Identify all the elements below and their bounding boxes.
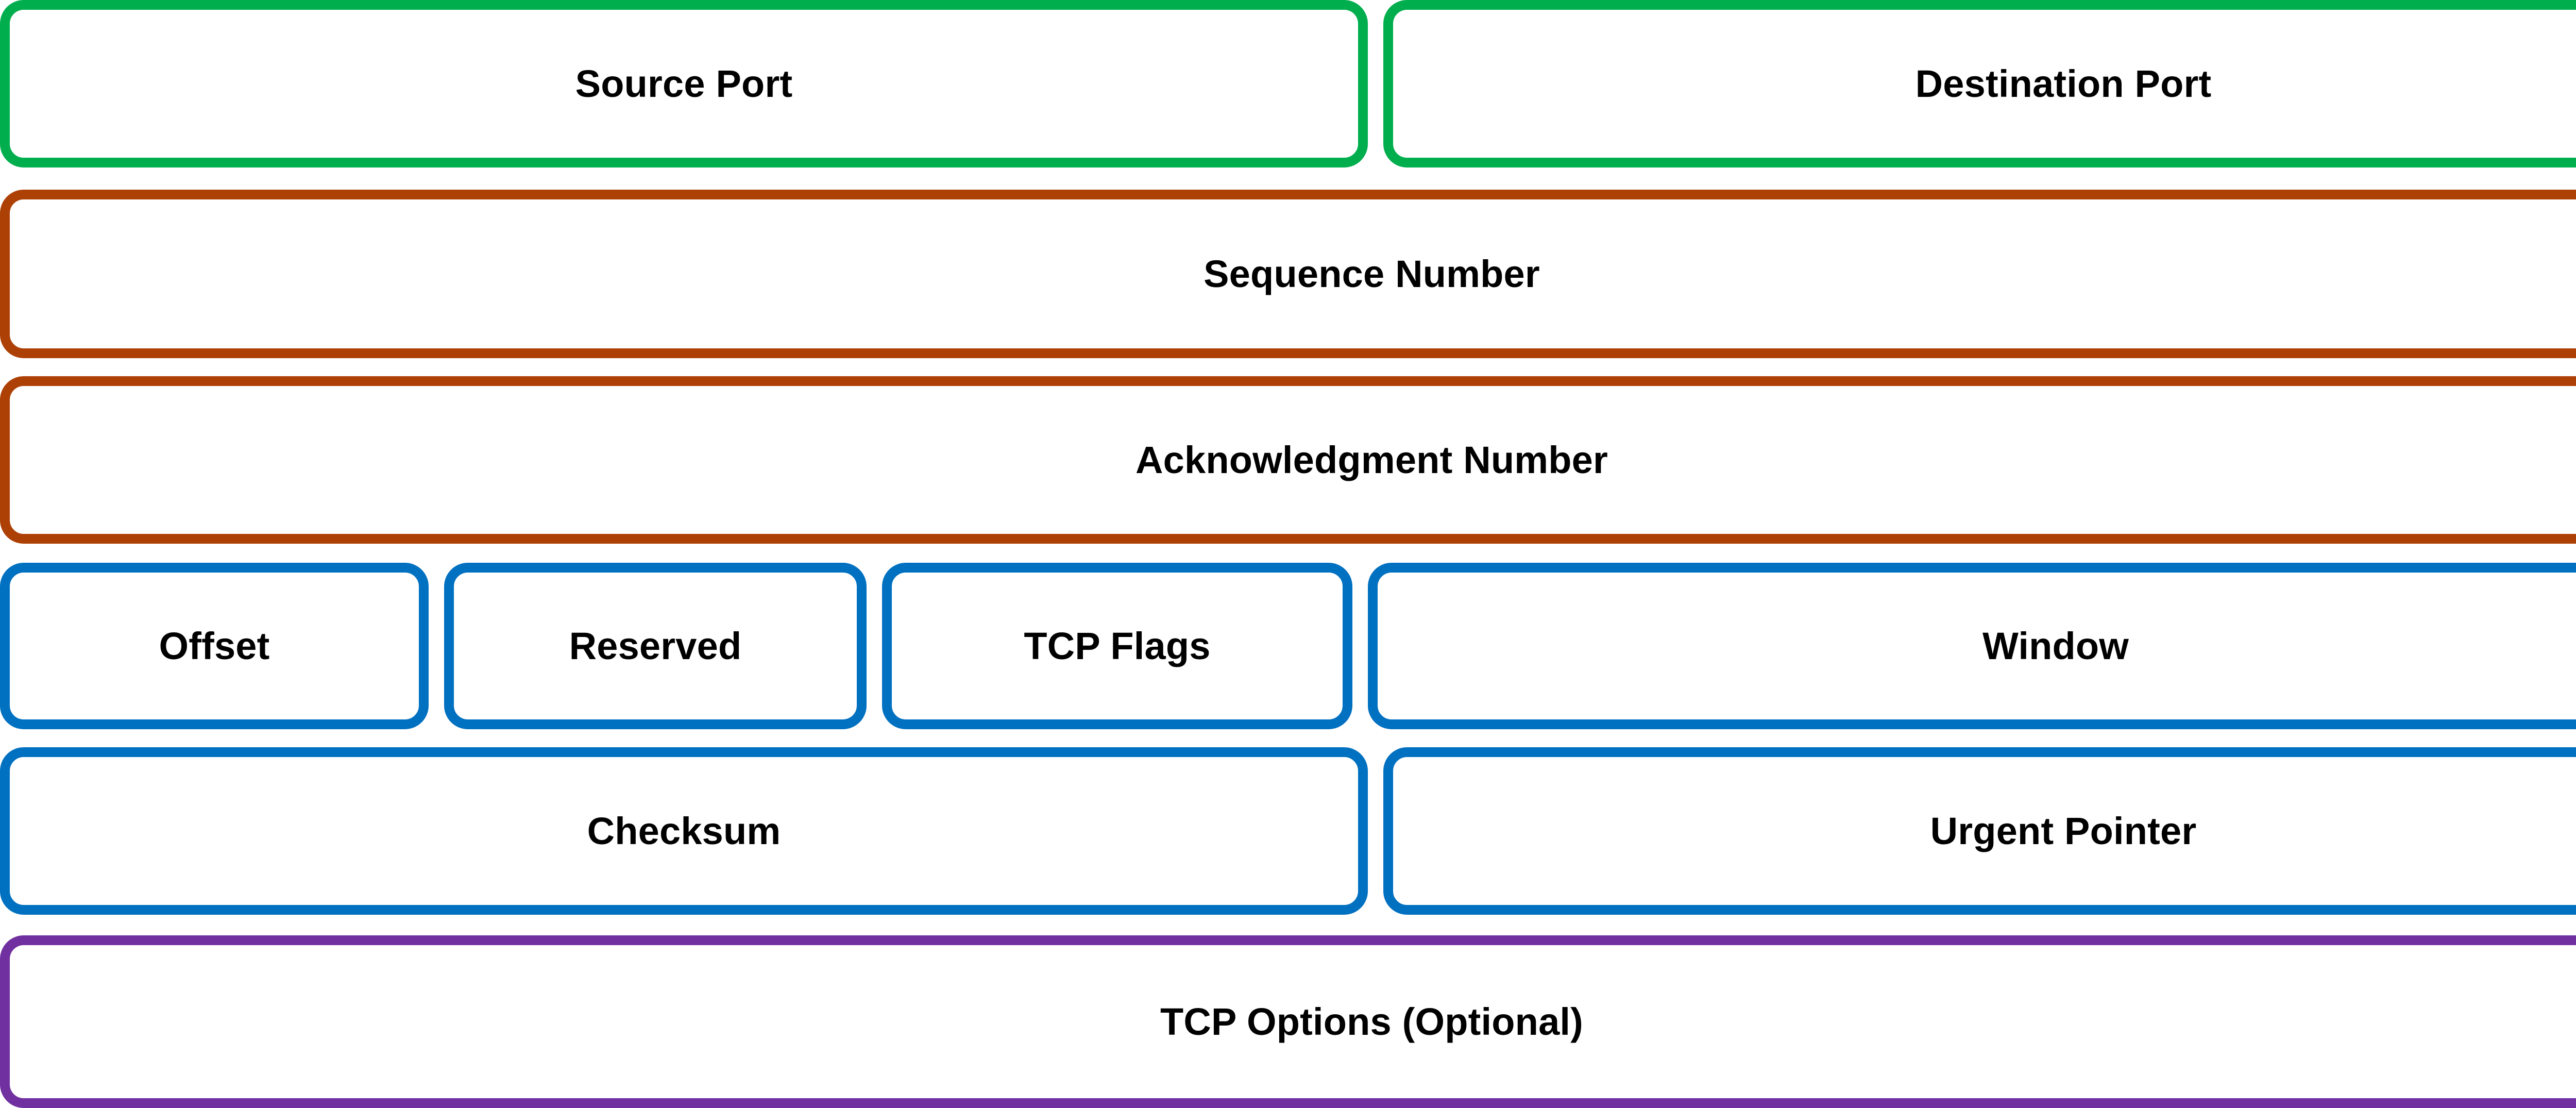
field-label-offset: Offset bbox=[159, 624, 270, 667]
field-label-acknowledgment-number: Acknowledgment Number bbox=[1136, 438, 1608, 481]
field-acknowledgment-number[interactable]: Acknowledgment Number bbox=[0, 376, 2576, 544]
field-gap bbox=[867, 563, 882, 729]
field-label-destination-port: Destination Port bbox=[1915, 62, 2212, 105]
field-checksum[interactable]: Checksum bbox=[0, 747, 1368, 915]
field-window[interactable]: Window bbox=[1368, 563, 2576, 729]
field-label-tcp-flags: TCP Flags bbox=[1024, 624, 1211, 667]
row-ports: Source Port Destination Port bbox=[0, 0, 2576, 167]
row-tcp-options: TCP Options (Optional) bbox=[0, 935, 2576, 1108]
field-destination-port[interactable]: Destination Port bbox=[1383, 0, 2576, 167]
field-label-sequence-number: Sequence Number bbox=[1204, 252, 1540, 295]
field-label-reserved: Reserved bbox=[569, 624, 742, 667]
field-label-source-port: Source Port bbox=[575, 62, 793, 105]
row-sequence-number: Sequence Number bbox=[0, 190, 2576, 358]
field-tcp-flags[interactable]: TCP Flags bbox=[882, 563, 1352, 729]
field-gap bbox=[1368, 747, 1383, 915]
field-gap bbox=[1368, 0, 1383, 167]
field-reserved[interactable]: Reserved bbox=[444, 563, 867, 729]
field-sequence-number[interactable]: Sequence Number bbox=[0, 190, 2576, 358]
field-gap bbox=[429, 563, 444, 729]
field-offset[interactable]: Offset bbox=[0, 563, 429, 729]
field-urgent-pointer[interactable]: Urgent Pointer bbox=[1383, 747, 2576, 915]
field-label-tcp-options: TCP Options (Optional) bbox=[1160, 1000, 1584, 1043]
field-tcp-options[interactable]: TCP Options (Optional) bbox=[0, 935, 2576, 1108]
field-label-urgent-pointer: Urgent Pointer bbox=[1930, 809, 2197, 852]
field-source-port[interactable]: Source Port bbox=[0, 0, 1368, 167]
row-offset-flags-window: Offset Reserved TCP Flags Window bbox=[0, 563, 2576, 729]
row-acknowledgment-number: Acknowledgment Number bbox=[0, 376, 2576, 544]
field-label-window: Window bbox=[1982, 624, 2129, 667]
field-label-checksum: Checksum bbox=[587, 809, 781, 852]
field-gap bbox=[1352, 563, 1368, 729]
row-checksum-urgent-pointer: Checksum Urgent Pointer bbox=[0, 747, 2576, 915]
